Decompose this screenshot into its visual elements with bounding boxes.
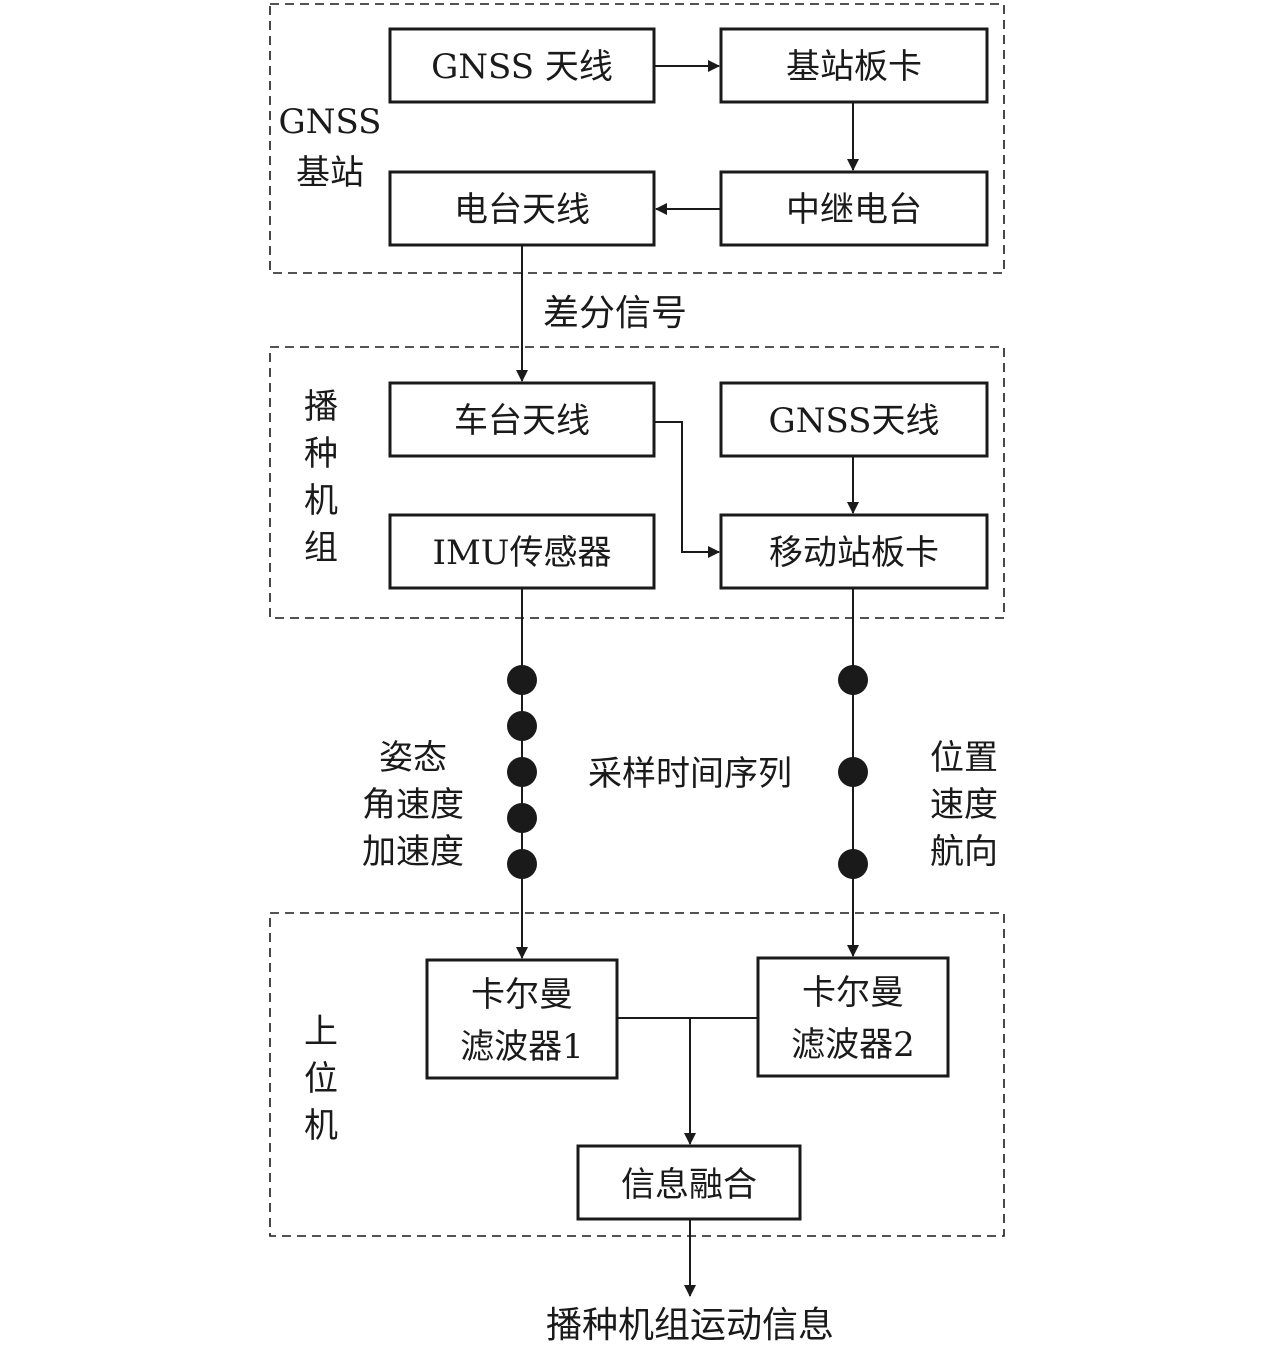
seeder-unit-label-char1: 播 [304, 387, 338, 427]
host-computer-group [269, 912, 1005, 1237]
kalman-filter-2-line1: 卡尔曼 [802, 973, 904, 1013]
radio-antenna-text: 电台天线 [454, 190, 590, 230]
base-board-box [719, 27, 989, 104]
seeder-unit-group [269, 346, 1005, 619]
kalman-filter-2-box [756, 956, 950, 1078]
final-output-label: 播种机组运动信息 [546, 1305, 834, 1346]
info-fusion-text: 信息融合 [621, 1165, 757, 1205]
relay-radio-text: 中继电台 [786, 190, 922, 230]
vehicle-radio-antenna-box [388, 381, 656, 458]
info-fusion-box [576, 1144, 802, 1221]
kalman-filter-1-line2: 滤波器1 [460, 1027, 584, 1067]
gnss-antenna-rover-box [719, 381, 989, 458]
base-station-label-line1: GNSS [279, 102, 382, 142]
base-board-text: 基站板卡 [786, 47, 922, 87]
gnss-output-velocity: 速度 [930, 785, 998, 825]
gnss-output-position: 位置 [930, 738, 998, 778]
imu-sensor-box [388, 513, 656, 590]
imu-sample-dot [507, 803, 537, 833]
vehicle-radio-antenna-text: 车台天线 [454, 401, 590, 441]
imu-sample-dot [507, 711, 537, 741]
gnss-sample-dot [838, 757, 868, 787]
seeder-unit-label-char2: 种 [304, 434, 338, 474]
sampling-time-series-label: 采样时间序列 [588, 754, 792, 794]
base-station-label-line2: 基站 [296, 153, 364, 193]
imu-output-acceleration: 加速度 [362, 832, 464, 872]
seeder-unit-label-char3: 机 [304, 481, 338, 521]
gnss-antenna-base-text: GNSS 天线 [431, 47, 613, 87]
seeder-unit-label-char4: 组 [304, 528, 338, 568]
differential-signal-label: 差分信号 [543, 293, 687, 334]
imu-output-angular-velocity: 角速度 [362, 785, 464, 825]
gnss-output-heading: 航向 [930, 832, 998, 872]
imu-sample-dot [507, 665, 537, 695]
kalman-filter-1-box [425, 958, 619, 1080]
host-computer-label-char3: 机 [304, 1106, 338, 1146]
rover-board-text: 移动站板卡 [769, 533, 939, 573]
kalman-filter-2-line2: 滤波器2 [791, 1025, 915, 1065]
radio-antenna-box [388, 170, 656, 247]
gnss-sample-dot [838, 849, 868, 879]
imu-sample-dot [507, 849, 537, 879]
base-station-group [269, 3, 1005, 274]
imu-sensor-text: IMU传感器 [433, 533, 612, 573]
imu-output-attitude: 姿态 [379, 738, 447, 778]
gnss-antenna-rover-text: GNSS天线 [769, 401, 940, 441]
host-computer-label-char1: 上 [304, 1012, 338, 1052]
kalman-filter-1-line1: 卡尔曼 [471, 975, 573, 1015]
gnss-sample-dot [838, 665, 868, 695]
host-computer-label-char2: 位 [304, 1059, 338, 1099]
imu-sample-dot [507, 757, 537, 787]
arrow-vehicle-antenna-to-rover-board [654, 421, 720, 558]
